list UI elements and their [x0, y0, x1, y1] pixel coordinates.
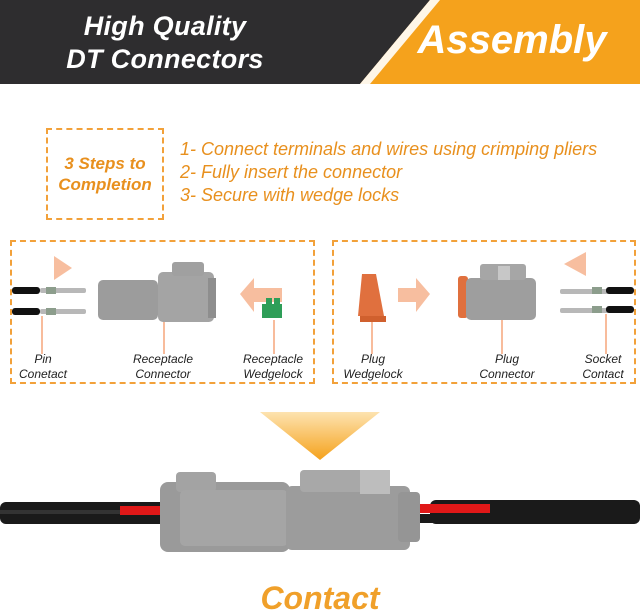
socket-contact-label: Socket Contact	[558, 352, 640, 382]
label-line: Receptacle	[242, 352, 304, 366]
banner-background	[0, 0, 640, 84]
pin-contact-icon	[12, 287, 86, 315]
steps-list: 1- Connect terminals and wires using cri…	[180, 138, 635, 207]
steps-box-line-1: 3 Steps to	[64, 154, 146, 173]
assembled-connector-illustration	[0, 470, 640, 552]
step-item-1: 1- Connect terminals and wires using cri…	[180, 139, 598, 159]
receptacle-connector-icon	[160, 472, 290, 552]
plug-connector-icon	[458, 264, 536, 320]
plug-assembly-illustration	[358, 252, 634, 354]
title-line-2: DT Connectors	[66, 44, 264, 74]
insert-arrow-icon	[240, 278, 282, 312]
title-line-1: High Quality	[83, 11, 247, 41]
label-line: Contact	[582, 367, 624, 381]
label-line: Receptacle	[132, 352, 194, 366]
plug-assembly-panel: Plug Wedgelock Plug Connector Socket Con…	[332, 240, 636, 384]
wire-icon	[0, 500, 640, 524]
step-item-2: 2- Fully insert the connector	[180, 162, 403, 182]
receptacle-assembly-illustration	[12, 256, 282, 354]
steps-box-line-2: Completion	[58, 175, 152, 194]
label-line: Connector	[479, 367, 535, 381]
pin-contact-label: Pin Conetact	[0, 352, 88, 382]
plug-connector-label: Plug Connector	[462, 352, 552, 382]
receptacle-connector-label: Receptacle Connector	[118, 352, 208, 382]
receptacle-connector-icon	[98, 262, 216, 322]
insert-arrow-icon	[54, 256, 72, 280]
insert-arrow-icon	[398, 278, 430, 312]
banner-right-title: Assembly	[417, 18, 607, 62]
label-line: Wedgelock	[243, 367, 303, 381]
down-arrow-icon	[260, 412, 380, 460]
label-line: Pin	[34, 352, 52, 366]
banner-left-title: High Quality DT Connectors	[30, 10, 300, 76]
label-line: Wedgelock	[343, 367, 403, 381]
receptacle-wedgelock-label: Receptacle Wedgelock	[228, 352, 318, 382]
label-line: Connector	[135, 367, 191, 381]
plug-wedgelock-icon	[358, 274, 386, 322]
plug-wedgelock-label: Plug Wedgelock	[328, 352, 418, 382]
steps-box: 3 Steps to Completion	[46, 128, 164, 220]
header-banner: High Quality DT Connectors Assembly	[0, 0, 640, 84]
socket-contact-icon	[560, 287, 634, 313]
label-line: Conetact	[18, 367, 68, 381]
label-line: Plug	[360, 352, 386, 366]
receptacle-wedgelock-icon	[262, 298, 282, 318]
insert-arrow-icon	[564, 252, 586, 276]
step-item-3: 3- Secure with wedge locks	[180, 185, 400, 205]
label-line: Plug	[494, 352, 520, 366]
plug-connector-icon	[286, 470, 420, 550]
label-line: Socket	[584, 352, 622, 366]
receptacle-assembly-panel: Pin Conetact Receptacle Connector Recept…	[10, 240, 315, 384]
contact-title: Contact	[260, 580, 380, 616]
